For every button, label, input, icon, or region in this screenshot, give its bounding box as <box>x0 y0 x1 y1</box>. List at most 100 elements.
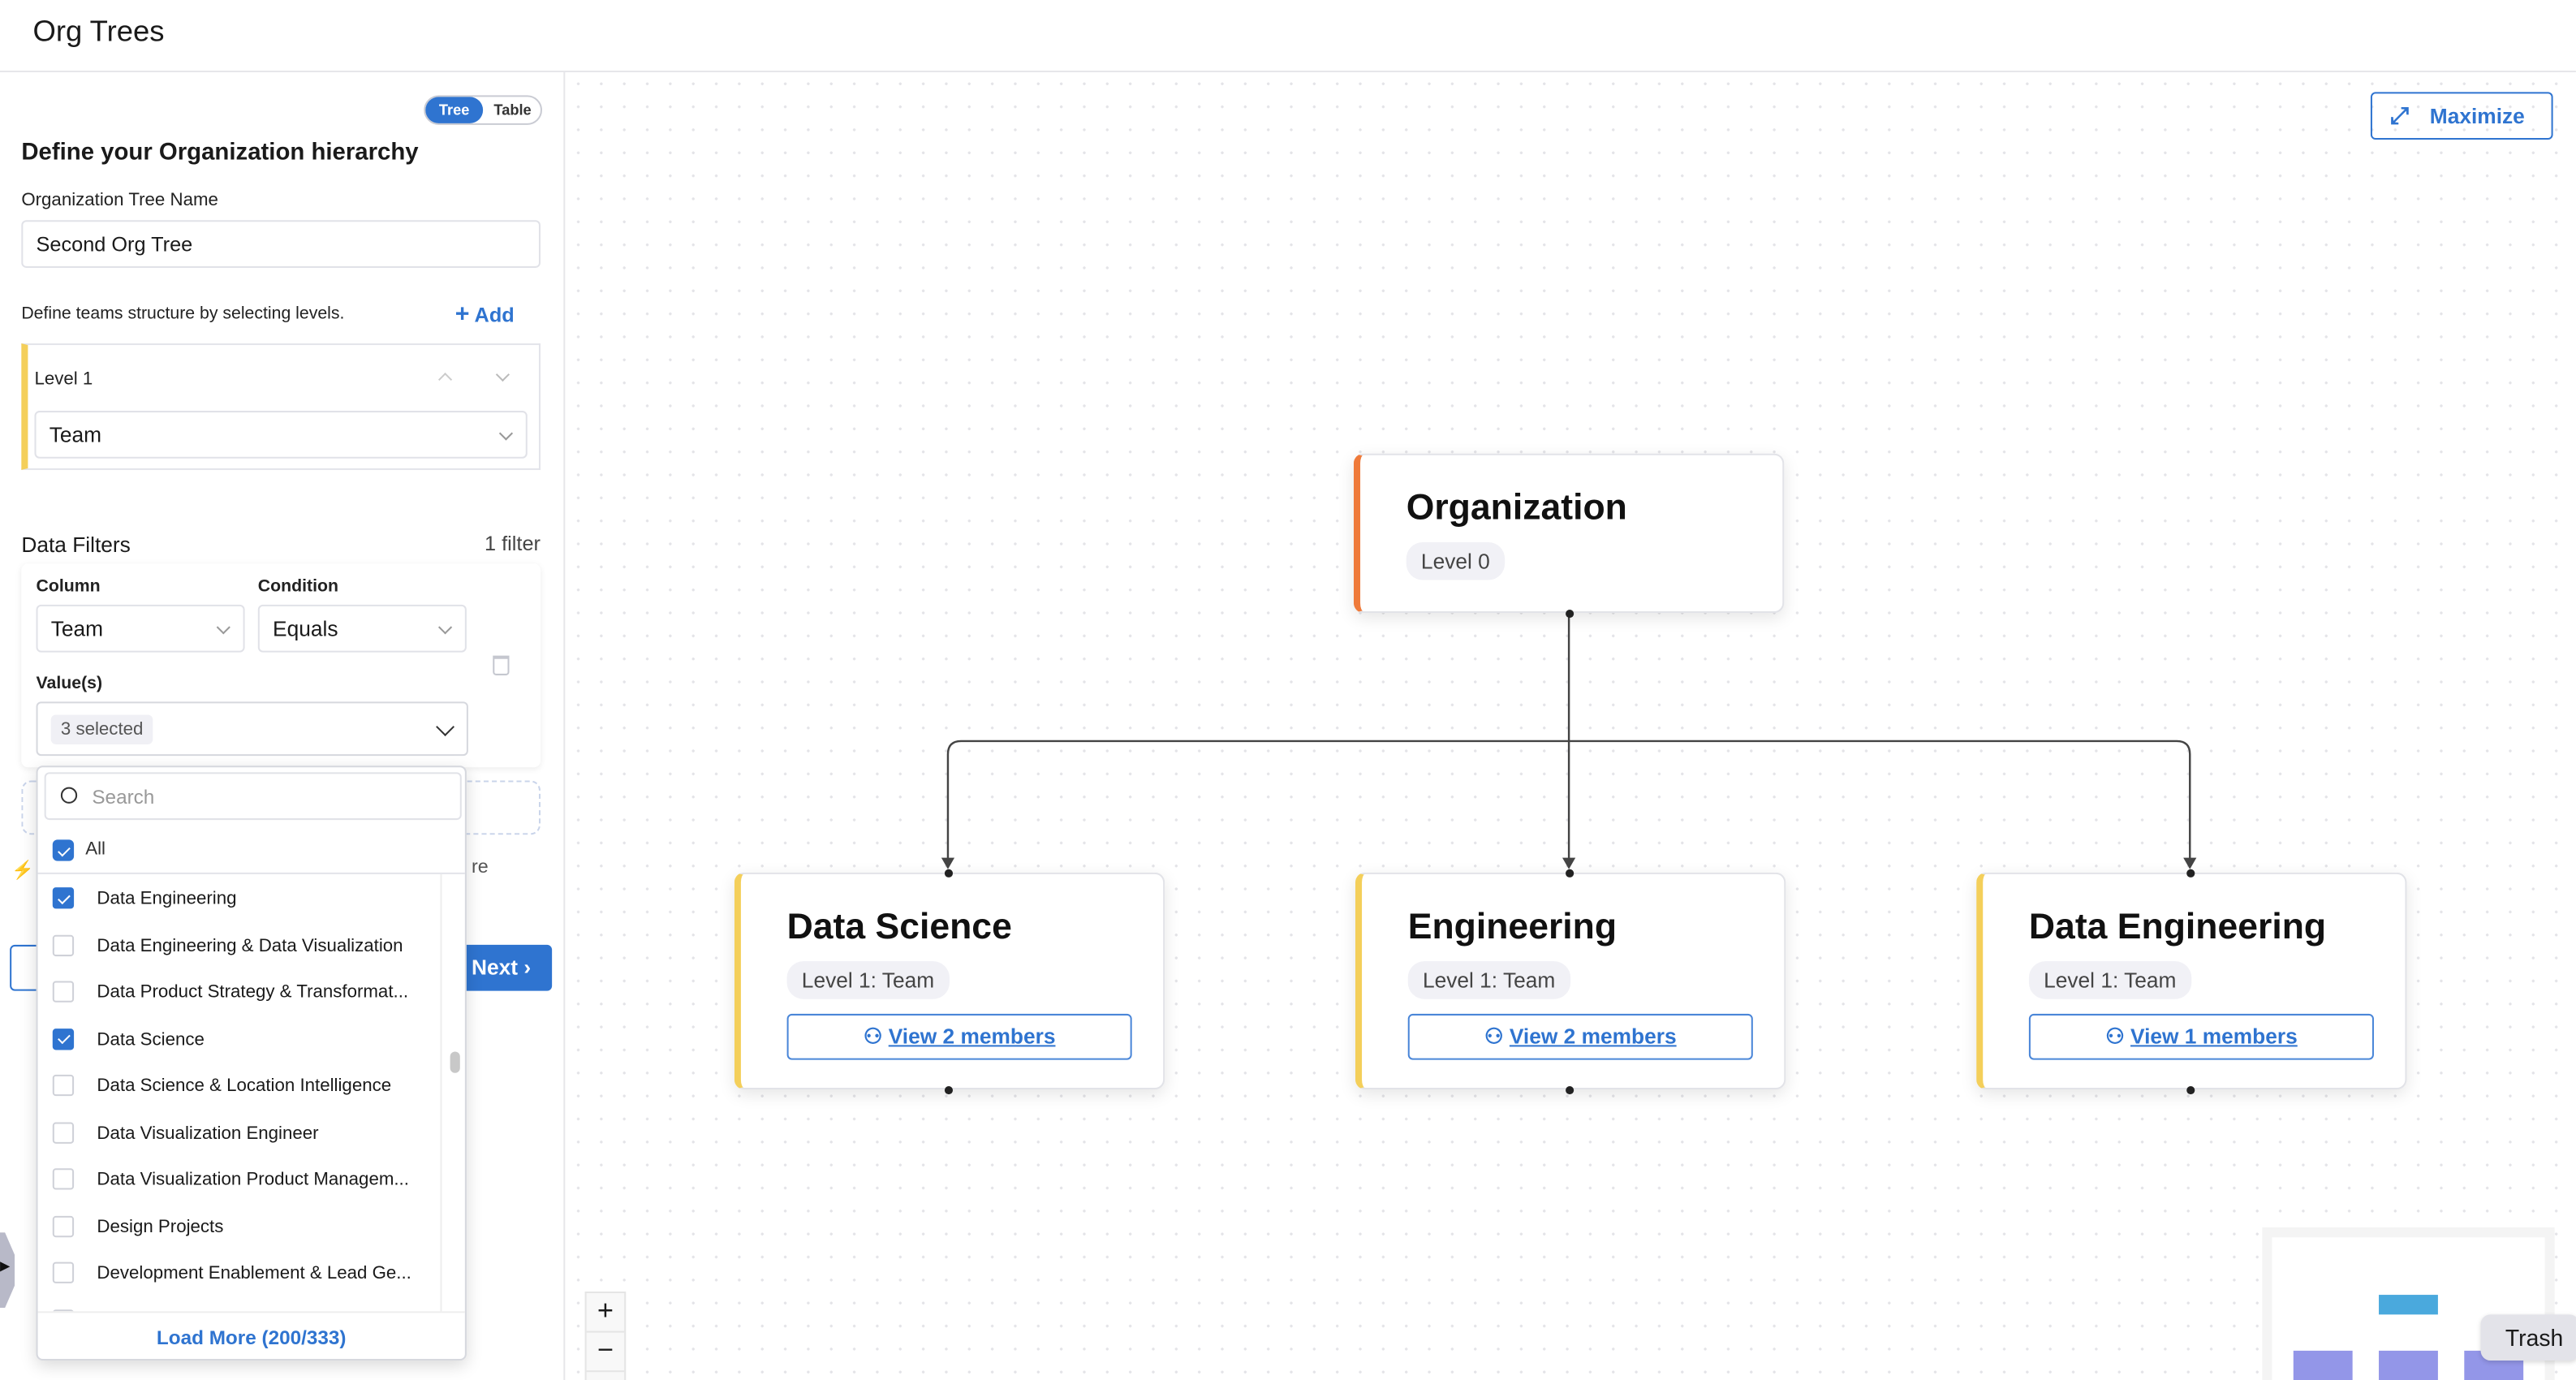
move-up-icon[interactable] <box>437 373 453 387</box>
connector-dot <box>944 1085 954 1095</box>
option-label: Data Visualization Engineer <box>97 1123 319 1143</box>
option-checkbox[interactable] <box>52 887 75 909</box>
option-item[interactable]: Data Engineering & Data Visualization <box>38 923 441 969</box>
view-toggle[interactable]: Tree Table <box>424 95 542 125</box>
view-members-button[interactable]: ⚇ View 2 members <box>1407 1013 1753 1060</box>
condition-label: Condition <box>257 576 338 597</box>
expand-icon: ⤢ <box>2390 101 2409 128</box>
select-all-checkbox[interactable] <box>52 839 75 861</box>
column-select[interactable]: Team <box>36 604 245 653</box>
tree-name-input[interactable]: Second Org Tree <box>21 220 541 268</box>
option-checkbox[interactable] <box>52 1028 75 1050</box>
filter-card: Column Condition Team Equals Value(s) 3 … <box>21 563 541 768</box>
option-checkbox[interactable] <box>52 1261 75 1283</box>
node-title: Data Engineering <box>2028 905 2327 947</box>
selected-count-chip: 3 selected <box>50 714 153 744</box>
zoom-in-button[interactable]: + <box>586 1293 625 1333</box>
minimap-node <box>2379 1350 2438 1380</box>
tab-tree[interactable]: Tree <box>425 97 484 123</box>
condition-value: Equals <box>273 616 338 641</box>
view-members-label: View 2 members <box>1509 1024 1677 1049</box>
option-checkbox[interactable] <box>52 934 75 956</box>
option-item[interactable]: Design Projects <box>38 1204 441 1250</box>
option-item[interactable]: Data Visualization Engineer <box>38 1110 441 1156</box>
arrow-heads <box>941 857 2197 869</box>
people-icon: ⚇ <box>2105 1024 2125 1049</box>
option-label: Development Enablement & Lead Ge... <box>97 1263 411 1283</box>
option-label: Data Science <box>97 1029 205 1050</box>
people-icon: ⚇ <box>1484 1024 1504 1049</box>
option-item[interactable]: Development Enablement & Lead Ge... <box>38 1250 441 1296</box>
next-label: Next <box>471 955 519 980</box>
minimap-root <box>2379 1295 2438 1315</box>
search-icon <box>60 787 78 804</box>
values-select[interactable]: 3 selected <box>36 701 468 757</box>
trash-icon[interactable] <box>493 655 510 675</box>
node-title: Data Science <box>786 905 1012 947</box>
level-chip: Level 1: Team <box>2028 961 2191 999</box>
connector-path <box>946 613 2191 863</box>
view-members-button[interactable]: ⚇ View 2 members <box>786 1013 1132 1060</box>
search-placeholder: Search <box>92 784 155 808</box>
option-item[interactable]: Data Visualization Product Managem... <box>38 1157 441 1203</box>
node-title: Organization <box>1406 486 1627 528</box>
scrollbar[interactable] <box>440 873 466 1312</box>
filters-count: 1 filter <box>485 532 541 556</box>
people-icon: ⚇ <box>863 1024 883 1049</box>
values-label: Value(s) <box>36 673 103 694</box>
level-select[interactable]: Team <box>34 411 528 459</box>
option-label: Data Science & Location Intelligence <box>97 1076 392 1097</box>
option-item[interactable]: Data Science <box>38 1016 441 1063</box>
connector-dot <box>2186 869 2195 878</box>
move-down-icon[interactable] <box>495 367 510 382</box>
zoom-controls: + − <box>584 1292 627 1380</box>
option-checkbox[interactable] <box>52 1168 75 1190</box>
zoom-out-button[interactable]: − <box>586 1333 625 1373</box>
load-more-button[interactable]: Load More (200/333) <box>37 1311 465 1361</box>
option-checkbox[interactable] <box>52 1074 75 1097</box>
add-label: Add <box>474 304 515 327</box>
option-item[interactable]: Data Product Strategy & Transformat... <box>38 969 441 1016</box>
level-chip: Level 1: Team <box>1407 961 1570 999</box>
tab-table[interactable]: Table <box>493 101 532 119</box>
trash-tooltip: Trash <box>2480 1314 2576 1361</box>
add-level-button[interactable]: + Add <box>455 300 515 328</box>
select-all-label: All <box>85 839 106 860</box>
option-checkbox[interactable] <box>52 1121 75 1143</box>
level-label: Level 1 <box>34 369 93 390</box>
maximize-button[interactable]: ⤢ Maximize <box>2370 92 2553 140</box>
play-icon: ▶ <box>0 1258 11 1274</box>
option-item[interactable]: Data Science & Location Intelligence <box>38 1063 441 1110</box>
view-members-button[interactable]: ⚇ View 1 members <box>2028 1013 2374 1060</box>
option-checkbox[interactable] <box>52 1214 75 1237</box>
view-members-label: View 1 members <box>2130 1024 2298 1049</box>
connector-dot <box>1566 1085 1574 1095</box>
node-title: Engineering <box>1407 905 1618 947</box>
option-label: Data Engineering & Data Visualization <box>97 935 403 956</box>
lightning-icon: ⚡ <box>11 860 34 881</box>
tree-canvas[interactable]: ⤢ Maximize Organization Level 0 Data Scie… <box>566 72 2576 1380</box>
scrollbar-thumb[interactable] <box>450 1051 460 1073</box>
column-value: Team <box>50 616 104 641</box>
option-checkbox[interactable] <box>52 981 75 1003</box>
side-handle[interactable]: ▶ <box>0 1232 15 1309</box>
option-item-partial[interactable] <box>38 1297 441 1312</box>
page-title: Org Trees <box>32 15 165 48</box>
option-label: Data Visualization Product Managem... <box>97 1170 409 1190</box>
level-select-value: Team <box>49 422 102 447</box>
option-label: Data Engineering <box>97 889 237 909</box>
condition-select[interactable]: Equals <box>257 604 467 653</box>
org-root-node[interactable]: Organization Level 0 <box>1353 453 1785 614</box>
option-checkbox[interactable] <box>52 1309 75 1312</box>
view-members-label: View 2 members <box>888 1024 1056 1049</box>
select-all-row[interactable]: All <box>37 826 465 874</box>
option-item[interactable]: Data Engineering <box>38 876 441 922</box>
connector-dot <box>1566 869 1574 878</box>
dropdown-search-input[interactable]: Search <box>44 772 462 821</box>
maximize-label: Maximize <box>2429 103 2525 128</box>
plus-icon: + <box>454 300 470 329</box>
